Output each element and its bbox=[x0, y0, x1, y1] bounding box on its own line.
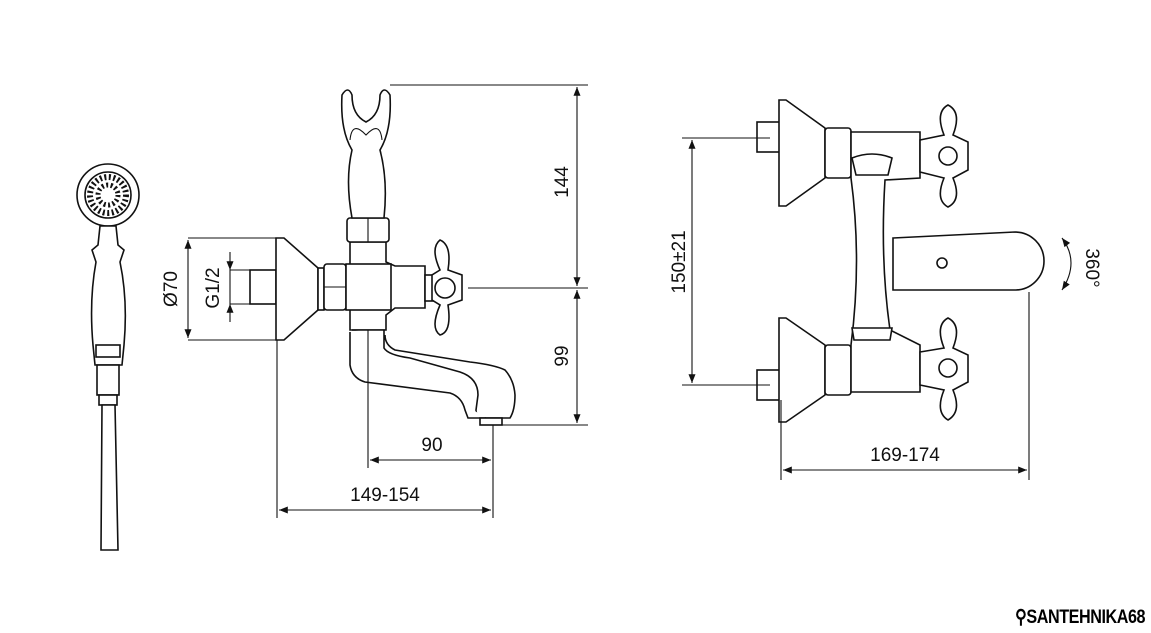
side-view-faucet bbox=[249, 89, 516, 426]
hand-shower bbox=[76, 163, 140, 551]
dim-rotation: 360° bbox=[1081, 248, 1102, 287]
logo-text: SANTEHNIKA68 bbox=[1026, 607, 1145, 628]
dim-height-below: 99 bbox=[552, 345, 573, 366]
front-view-faucet bbox=[756, 99, 1045, 423]
dim-width: 169-174 bbox=[870, 445, 940, 466]
dim-spout-reach: 90 bbox=[421, 435, 442, 456]
brand-logo: ⚲SANTEHNIKA68 bbox=[1014, 606, 1146, 629]
dimension-lines bbox=[184, 84, 1072, 518]
dim-thread: G1/2 bbox=[203, 267, 224, 308]
faucet-logo-icon: ⚲ bbox=[1014, 607, 1027, 628]
dim-center-distance: 150±21 bbox=[669, 230, 690, 293]
bottom-cross-handle bbox=[919, 317, 969, 421]
dim-flange-diameter: Ø70 bbox=[161, 271, 182, 307]
top-cross-handle bbox=[919, 104, 969, 208]
dim-height-above: 144 bbox=[552, 166, 573, 198]
dim-projection: 149-154 bbox=[350, 485, 420, 506]
